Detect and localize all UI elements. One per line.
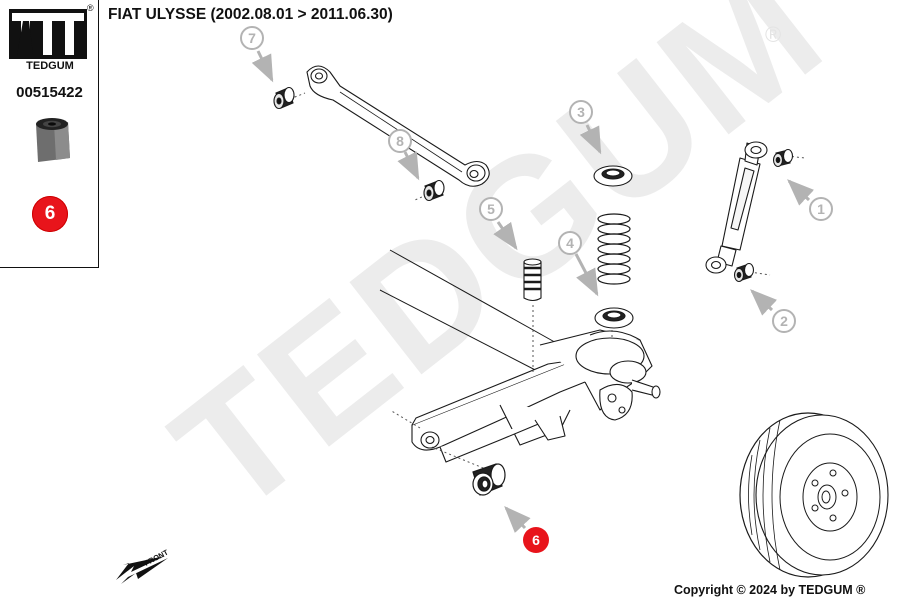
product-info-box: ® TEDGUM 00515422 6 bbox=[0, 0, 99, 268]
callout-arrows bbox=[251, 50, 815, 534]
callout-5: 5 bbox=[479, 197, 503, 221]
part-5-bump-stop bbox=[523, 258, 542, 302]
callout-6-highlight: 6 bbox=[523, 527, 549, 553]
dotted-guides bbox=[289, 92, 806, 471]
part-2-bushing bbox=[733, 262, 755, 283]
shock-absorber bbox=[705, 141, 768, 274]
part-4-spring-seat bbox=[594, 307, 634, 329]
callout-8: 8 bbox=[388, 129, 412, 153]
callout-1: 1 bbox=[809, 197, 833, 221]
bushing-thumbnail-icon bbox=[36, 118, 70, 162]
callout-1-number: 1 bbox=[817, 201, 825, 217]
rear-axle-beam bbox=[411, 329, 661, 463]
axle-pivot-eye bbox=[420, 431, 440, 449]
watermark-reg-mark: ® bbox=[765, 22, 781, 47]
callout-7: 7 bbox=[240, 26, 264, 50]
callout-3: 3 bbox=[569, 100, 593, 124]
part-8-bushing bbox=[423, 179, 445, 202]
position-number-badge: 6 bbox=[32, 196, 68, 232]
callout-2-number: 2 bbox=[780, 313, 788, 329]
page-title: FIAT ULYSSE (2002.08.01 > 2011.06.30) bbox=[108, 6, 393, 23]
callout-6-number: 6 bbox=[532, 532, 540, 548]
callout-7-number: 7 bbox=[248, 30, 256, 46]
callout-3-number: 3 bbox=[577, 104, 585, 120]
upper-control-arm bbox=[306, 65, 490, 187]
wheel bbox=[739, 412, 889, 578]
copyright-notice: Copyright © 2024 by TEDGUM ® bbox=[674, 583, 866, 597]
front-direction-indicator: FRONT bbox=[116, 547, 170, 584]
callout-badges: 1 2 3 4 5 7 8 6 bbox=[240, 26, 833, 553]
front-arrow-icon bbox=[116, 556, 165, 580]
callout-4-number: 4 bbox=[566, 235, 574, 251]
callout-5-number: 5 bbox=[487, 201, 495, 217]
part-1-bushing bbox=[772, 148, 794, 168]
registered-mark: ® bbox=[87, 3, 94, 13]
part-7-bushing bbox=[273, 86, 295, 110]
part-number: 00515422 bbox=[16, 84, 83, 101]
part-6-bushing bbox=[472, 463, 506, 496]
callout-8-number: 8 bbox=[396, 133, 404, 149]
callout-2: 2 bbox=[772, 309, 796, 333]
chassis-rails bbox=[379, 249, 561, 376]
brand-name: TEDGUM bbox=[26, 60, 74, 72]
part-3-spring-seat bbox=[593, 165, 633, 187]
callout-4: 4 bbox=[558, 231, 582, 255]
tedgum-logo-icon bbox=[9, 9, 87, 59]
